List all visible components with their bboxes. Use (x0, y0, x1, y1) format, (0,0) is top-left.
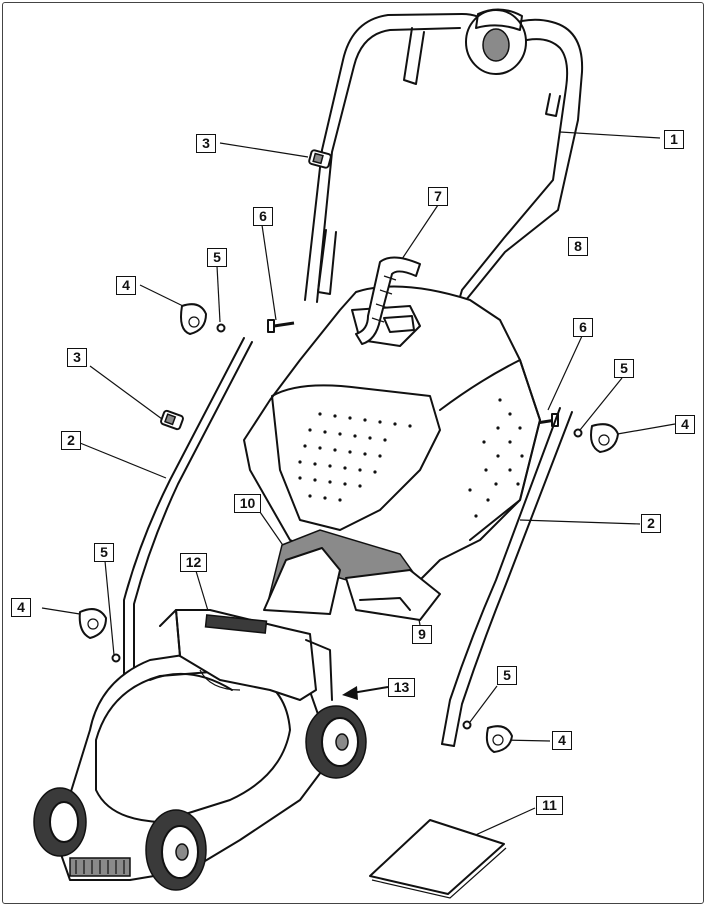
callout-5-right: 5 (614, 359, 634, 378)
wheels (33, 705, 367, 891)
callout-11: 11 (536, 796, 563, 815)
lower-handle-right (441, 407, 573, 747)
clip-lower (160, 409, 184, 431)
callout-5-upper-left: 5 (207, 248, 227, 267)
arrow-13-icon (342, 686, 389, 700)
callout-4-upper-left: 4 (116, 276, 136, 295)
clip-upper (308, 149, 332, 169)
washers (111, 323, 583, 730)
bolt-left (267, 319, 295, 333)
callout-1: 1 (664, 130, 684, 149)
cable-hook (355, 256, 421, 345)
callout-13: 13 (388, 678, 415, 697)
callout-4-lower-right: 4 (552, 731, 572, 750)
knobs (78, 303, 619, 753)
grass-box (243, 285, 541, 581)
callout-7: 7 (428, 187, 448, 206)
mower-body (55, 609, 333, 881)
callout-4-right: 4 (675, 415, 695, 434)
upper-handle (304, 8, 584, 341)
callout-10: 10 (234, 494, 261, 513)
callout-2-right: 2 (641, 514, 661, 533)
callout-4-lower-left: 4 (11, 598, 31, 617)
callout-5-lower-left: 5 (94, 543, 114, 562)
leader-lines (41, 131, 676, 843)
callout-5-lower-right: 5 (497, 666, 517, 685)
box-base (345, 569, 441, 621)
callout-6-right: 6 (573, 318, 593, 337)
instruction-manual (369, 819, 507, 899)
callout-12: 12 (180, 553, 207, 572)
callout-9: 9 (412, 625, 432, 644)
callout-3-upper: 3 (196, 134, 216, 153)
callout-6-left: 6 (253, 207, 273, 226)
callout-2-left: 2 (61, 431, 81, 450)
callout-3-lower: 3 (67, 348, 87, 367)
callout-8: 8 (568, 237, 588, 256)
